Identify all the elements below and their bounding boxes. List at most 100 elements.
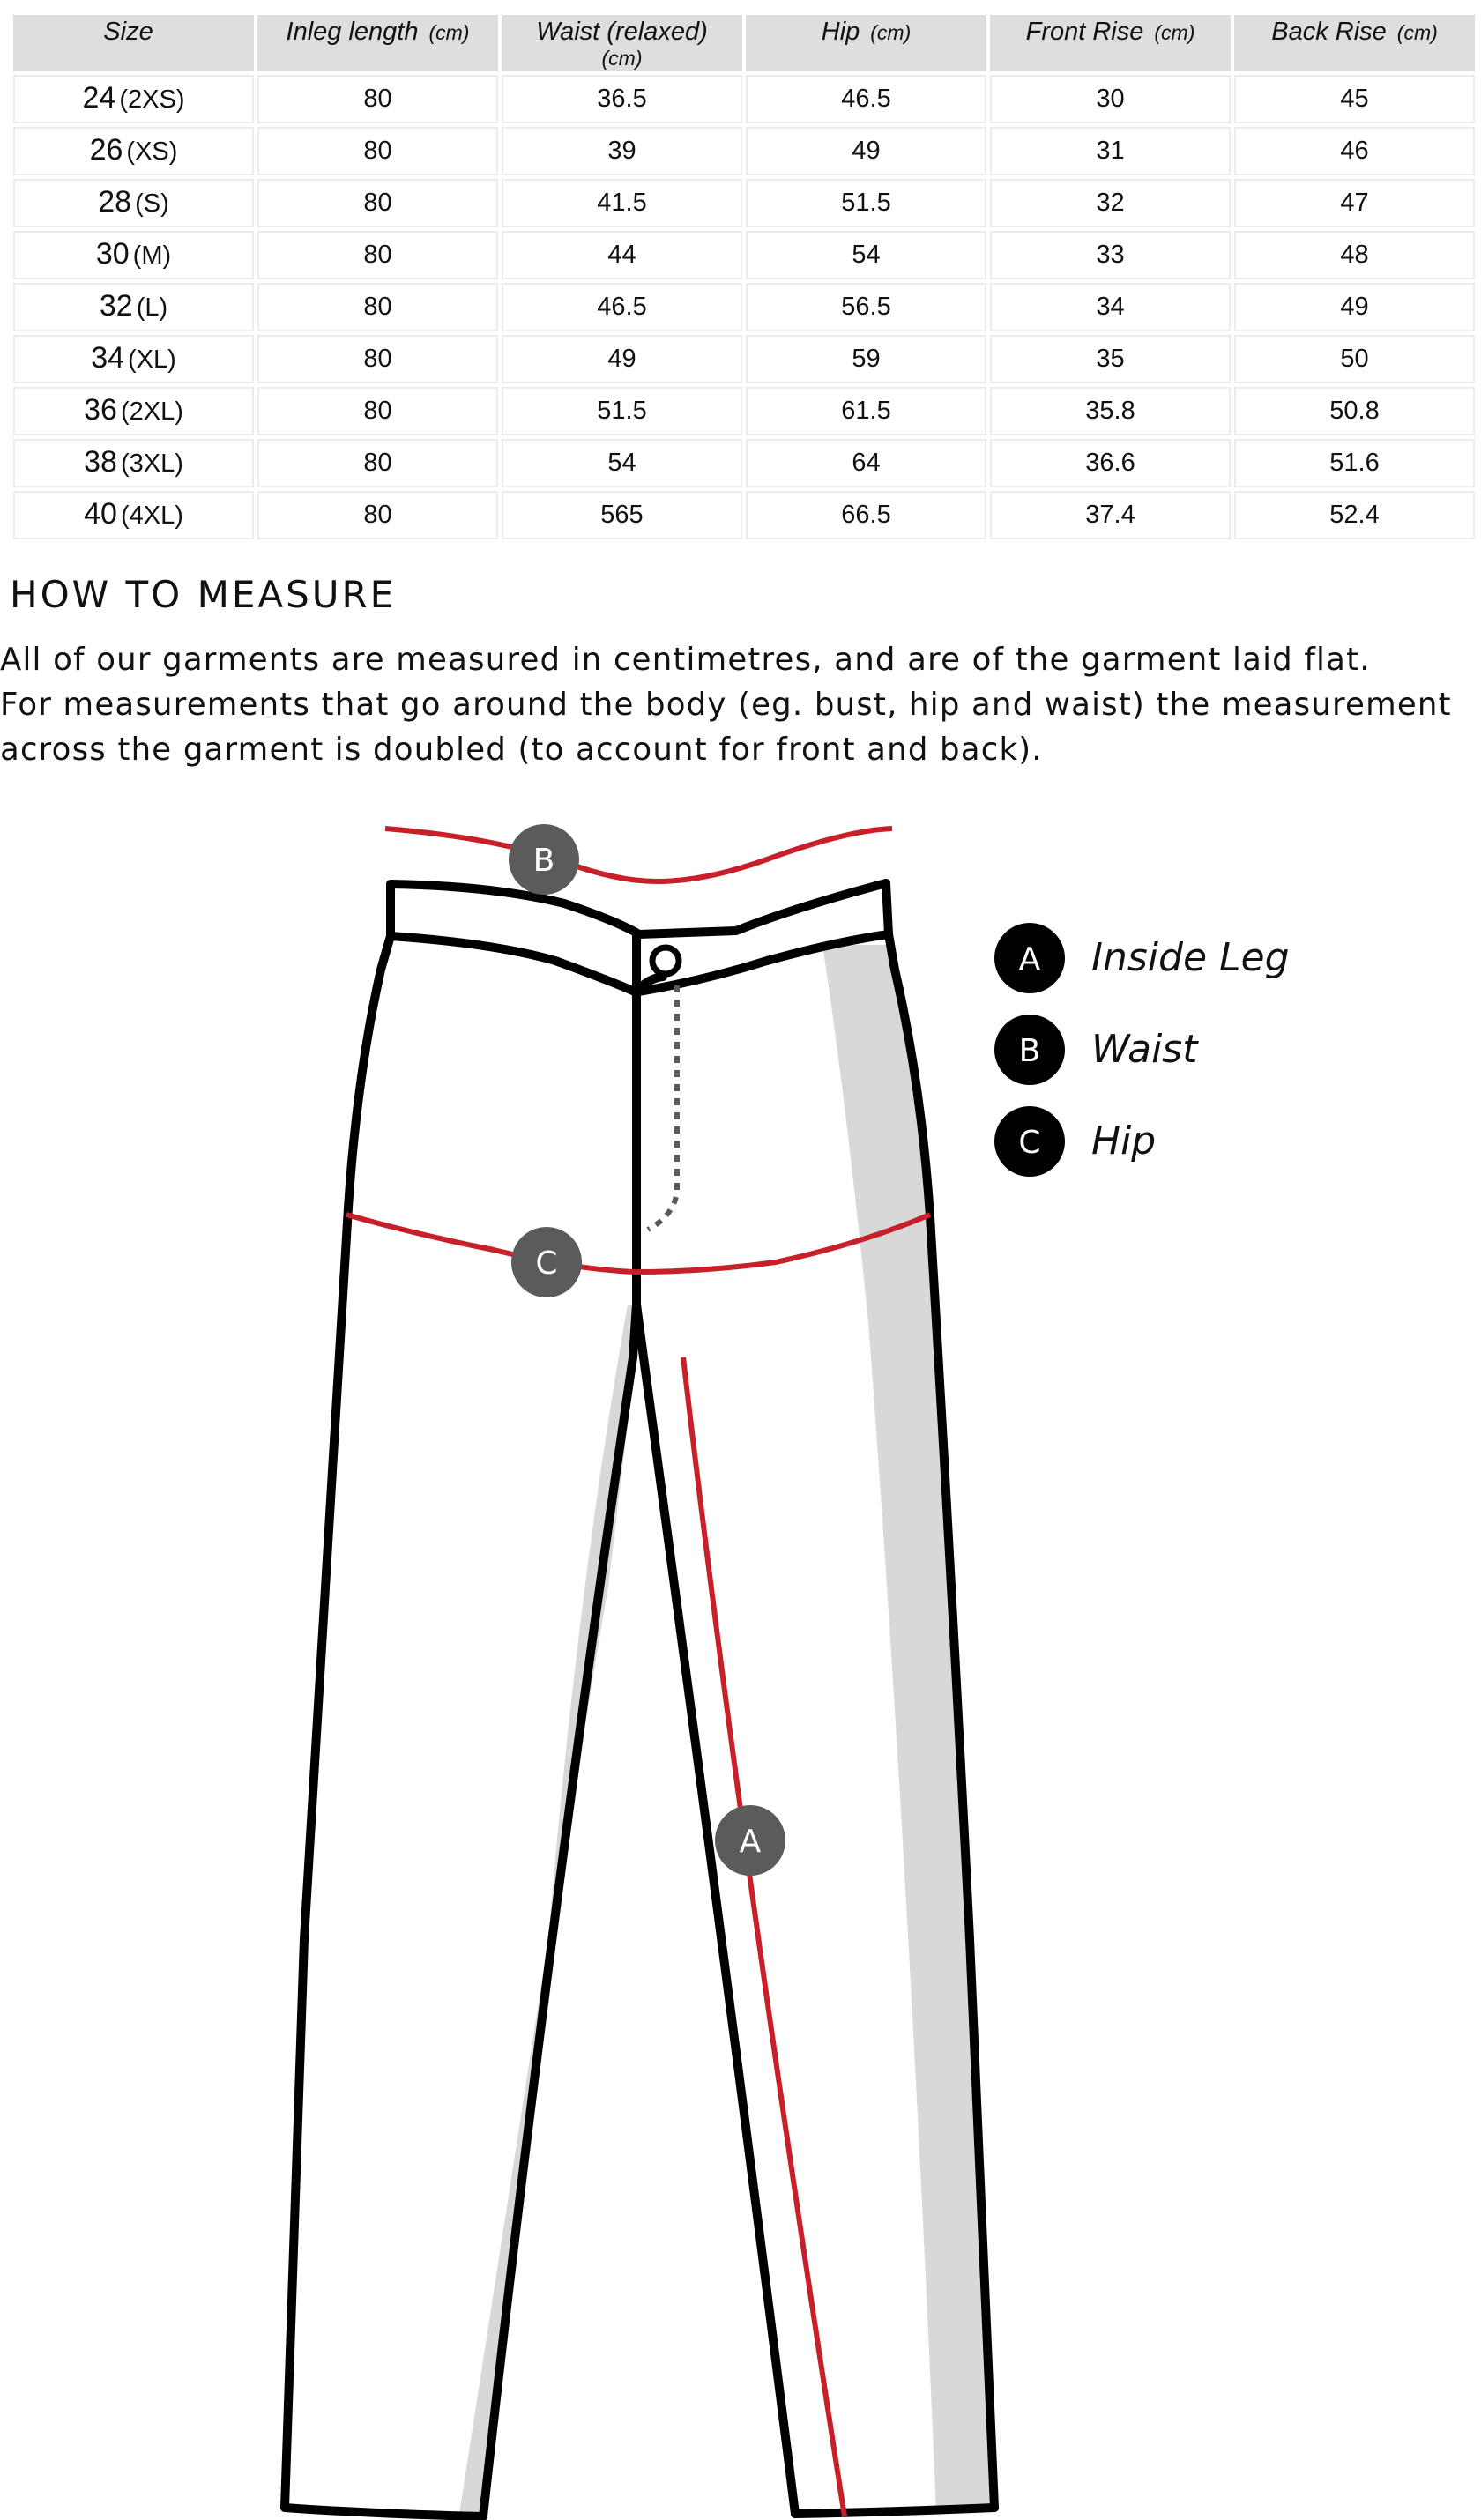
- marker-waist: B: [509, 824, 579, 895]
- front-rise-cell: 37.4: [990, 491, 1231, 539]
- trousers-outline: [280, 879, 999, 2520]
- header-size: Size: [13, 15, 254, 71]
- inleg-cell: 80: [257, 283, 498, 331]
- back-rise-cell: 49: [1234, 283, 1475, 331]
- legend-item-waist: B Waist: [994, 1015, 1199, 1085]
- measure-line-3: across the garment is doubled (to accoun…: [0, 732, 1043, 768]
- size-label: (XL): [128, 346, 176, 374]
- legend-letter-c: C: [1018, 1125, 1040, 1161]
- back-rise-cell: 50: [1234, 335, 1475, 383]
- front-rise-cell: 33: [990, 231, 1231, 279]
- front-rise-cell: 35.8: [990, 387, 1231, 435]
- hip-cell: 64: [746, 439, 986, 487]
- inleg-cell: 80: [257, 387, 498, 435]
- size-cell: 40(4XL): [13, 491, 254, 539]
- size-cell: 28(S): [13, 179, 254, 227]
- marker-inside-leg-letter: A: [740, 1824, 762, 1860]
- header-inleg-length: Inleg length(cm): [257, 15, 498, 71]
- legend-label-hip: Hip: [1091, 1119, 1156, 1163]
- size-number: 32: [99, 289, 133, 323]
- size-cell: 32(L): [13, 283, 254, 331]
- back-rise-cell: 50.8: [1234, 387, 1475, 435]
- inleg-cell: 80: [257, 179, 498, 227]
- waist-cell: 41.5: [502, 179, 742, 227]
- back-rise-cell: 51.6: [1234, 439, 1475, 487]
- table-header-row: Size Inleg length(cm) Waist (relaxed)(cm…: [13, 15, 1475, 71]
- hip-cell: 49: [746, 127, 986, 175]
- fly-stitching: [646, 985, 680, 1232]
- header-back-rise: Back Rise(cm): [1234, 15, 1475, 71]
- hip-measure-line: [346, 1212, 932, 1275]
- size-cell: 24(2XS): [13, 75, 254, 123]
- size-cell: 26(XS): [13, 127, 254, 175]
- legend-item-inside-leg: A Inside Leg: [994, 923, 1290, 993]
- size-label: (4XL): [120, 502, 183, 530]
- marker-hip-letter: C: [535, 1245, 557, 1282]
- back-rise-cell: 52.4: [1234, 491, 1475, 539]
- front-rise-cell: 32: [990, 179, 1231, 227]
- hip-cell: 61.5: [746, 387, 986, 435]
- legend-item-hip: C Hip: [994, 1106, 1156, 1177]
- legend: A Inside Leg B Waist C Hip: [994, 923, 1290, 1177]
- size-number: 34: [91, 341, 125, 375]
- size-number: 28: [98, 185, 132, 219]
- size-number: 26: [89, 133, 123, 167]
- size-number: 38: [84, 445, 117, 479]
- back-rise-cell: 45: [1234, 75, 1475, 123]
- back-rise-cell: 47: [1234, 179, 1475, 227]
- waist-cell: 39: [502, 127, 742, 175]
- back-rise-cell: 46: [1234, 127, 1475, 175]
- waist-cell: 565: [502, 491, 742, 539]
- size-number: 24: [82, 81, 116, 115]
- button-icon: [649, 944, 682, 978]
- size-label: (2XL): [120, 398, 183, 426]
- waist-cell: 49: [502, 335, 742, 383]
- legend-letter-b: B: [1019, 1033, 1041, 1069]
- hip-cell: 56.5: [746, 283, 986, 331]
- right-leg-shade: [822, 945, 994, 2512]
- marker-waist-letter: B: [533, 843, 555, 879]
- left-leg-shade: [459, 1305, 642, 2514]
- header-hip: Hip(cm): [746, 15, 986, 71]
- waist-cell: 44: [502, 231, 742, 279]
- measure-line-1: All of our garments are measured in cent…: [0, 642, 1371, 678]
- inleg-cell: 80: [257, 127, 498, 175]
- inleg-cell: 80: [257, 75, 498, 123]
- size-label: (L): [136, 294, 168, 322]
- size-label: (M): [132, 242, 172, 270]
- inleg-cell: 80: [257, 231, 498, 279]
- legend-letter-a: A: [1019, 941, 1041, 978]
- size-cell: 36(2XL): [13, 387, 254, 435]
- header-waist: Waist (relaxed)(cm): [502, 15, 742, 71]
- hip-cell: 51.5: [746, 179, 986, 227]
- size-number: 36: [84, 393, 117, 427]
- header-front-rise: Front Rise(cm): [990, 15, 1231, 71]
- front-rise-cell: 31: [990, 127, 1231, 175]
- inside-leg-measure-line: [681, 1357, 847, 2517]
- marker-hip: C: [511, 1227, 582, 1297]
- front-rise-cell: 30: [990, 75, 1231, 123]
- waist-cell: 46.5: [502, 283, 742, 331]
- waist-cell: 51.5: [502, 387, 742, 435]
- front-rise-cell: 36.6: [990, 439, 1231, 487]
- marker-inside-leg: A: [715, 1805, 785, 1876]
- size-label: (XS): [126, 138, 178, 166]
- inleg-cell: 80: [257, 439, 498, 487]
- size-number: 40: [84, 497, 117, 531]
- size-label: (S): [135, 190, 169, 218]
- inleg-cell: 80: [257, 491, 498, 539]
- waist-cell: 54: [502, 439, 742, 487]
- front-rise-cell: 34: [990, 283, 1231, 331]
- size-label: (3XL): [120, 450, 183, 478]
- hip-cell: 59: [746, 335, 986, 383]
- hip-cell: 54: [746, 231, 986, 279]
